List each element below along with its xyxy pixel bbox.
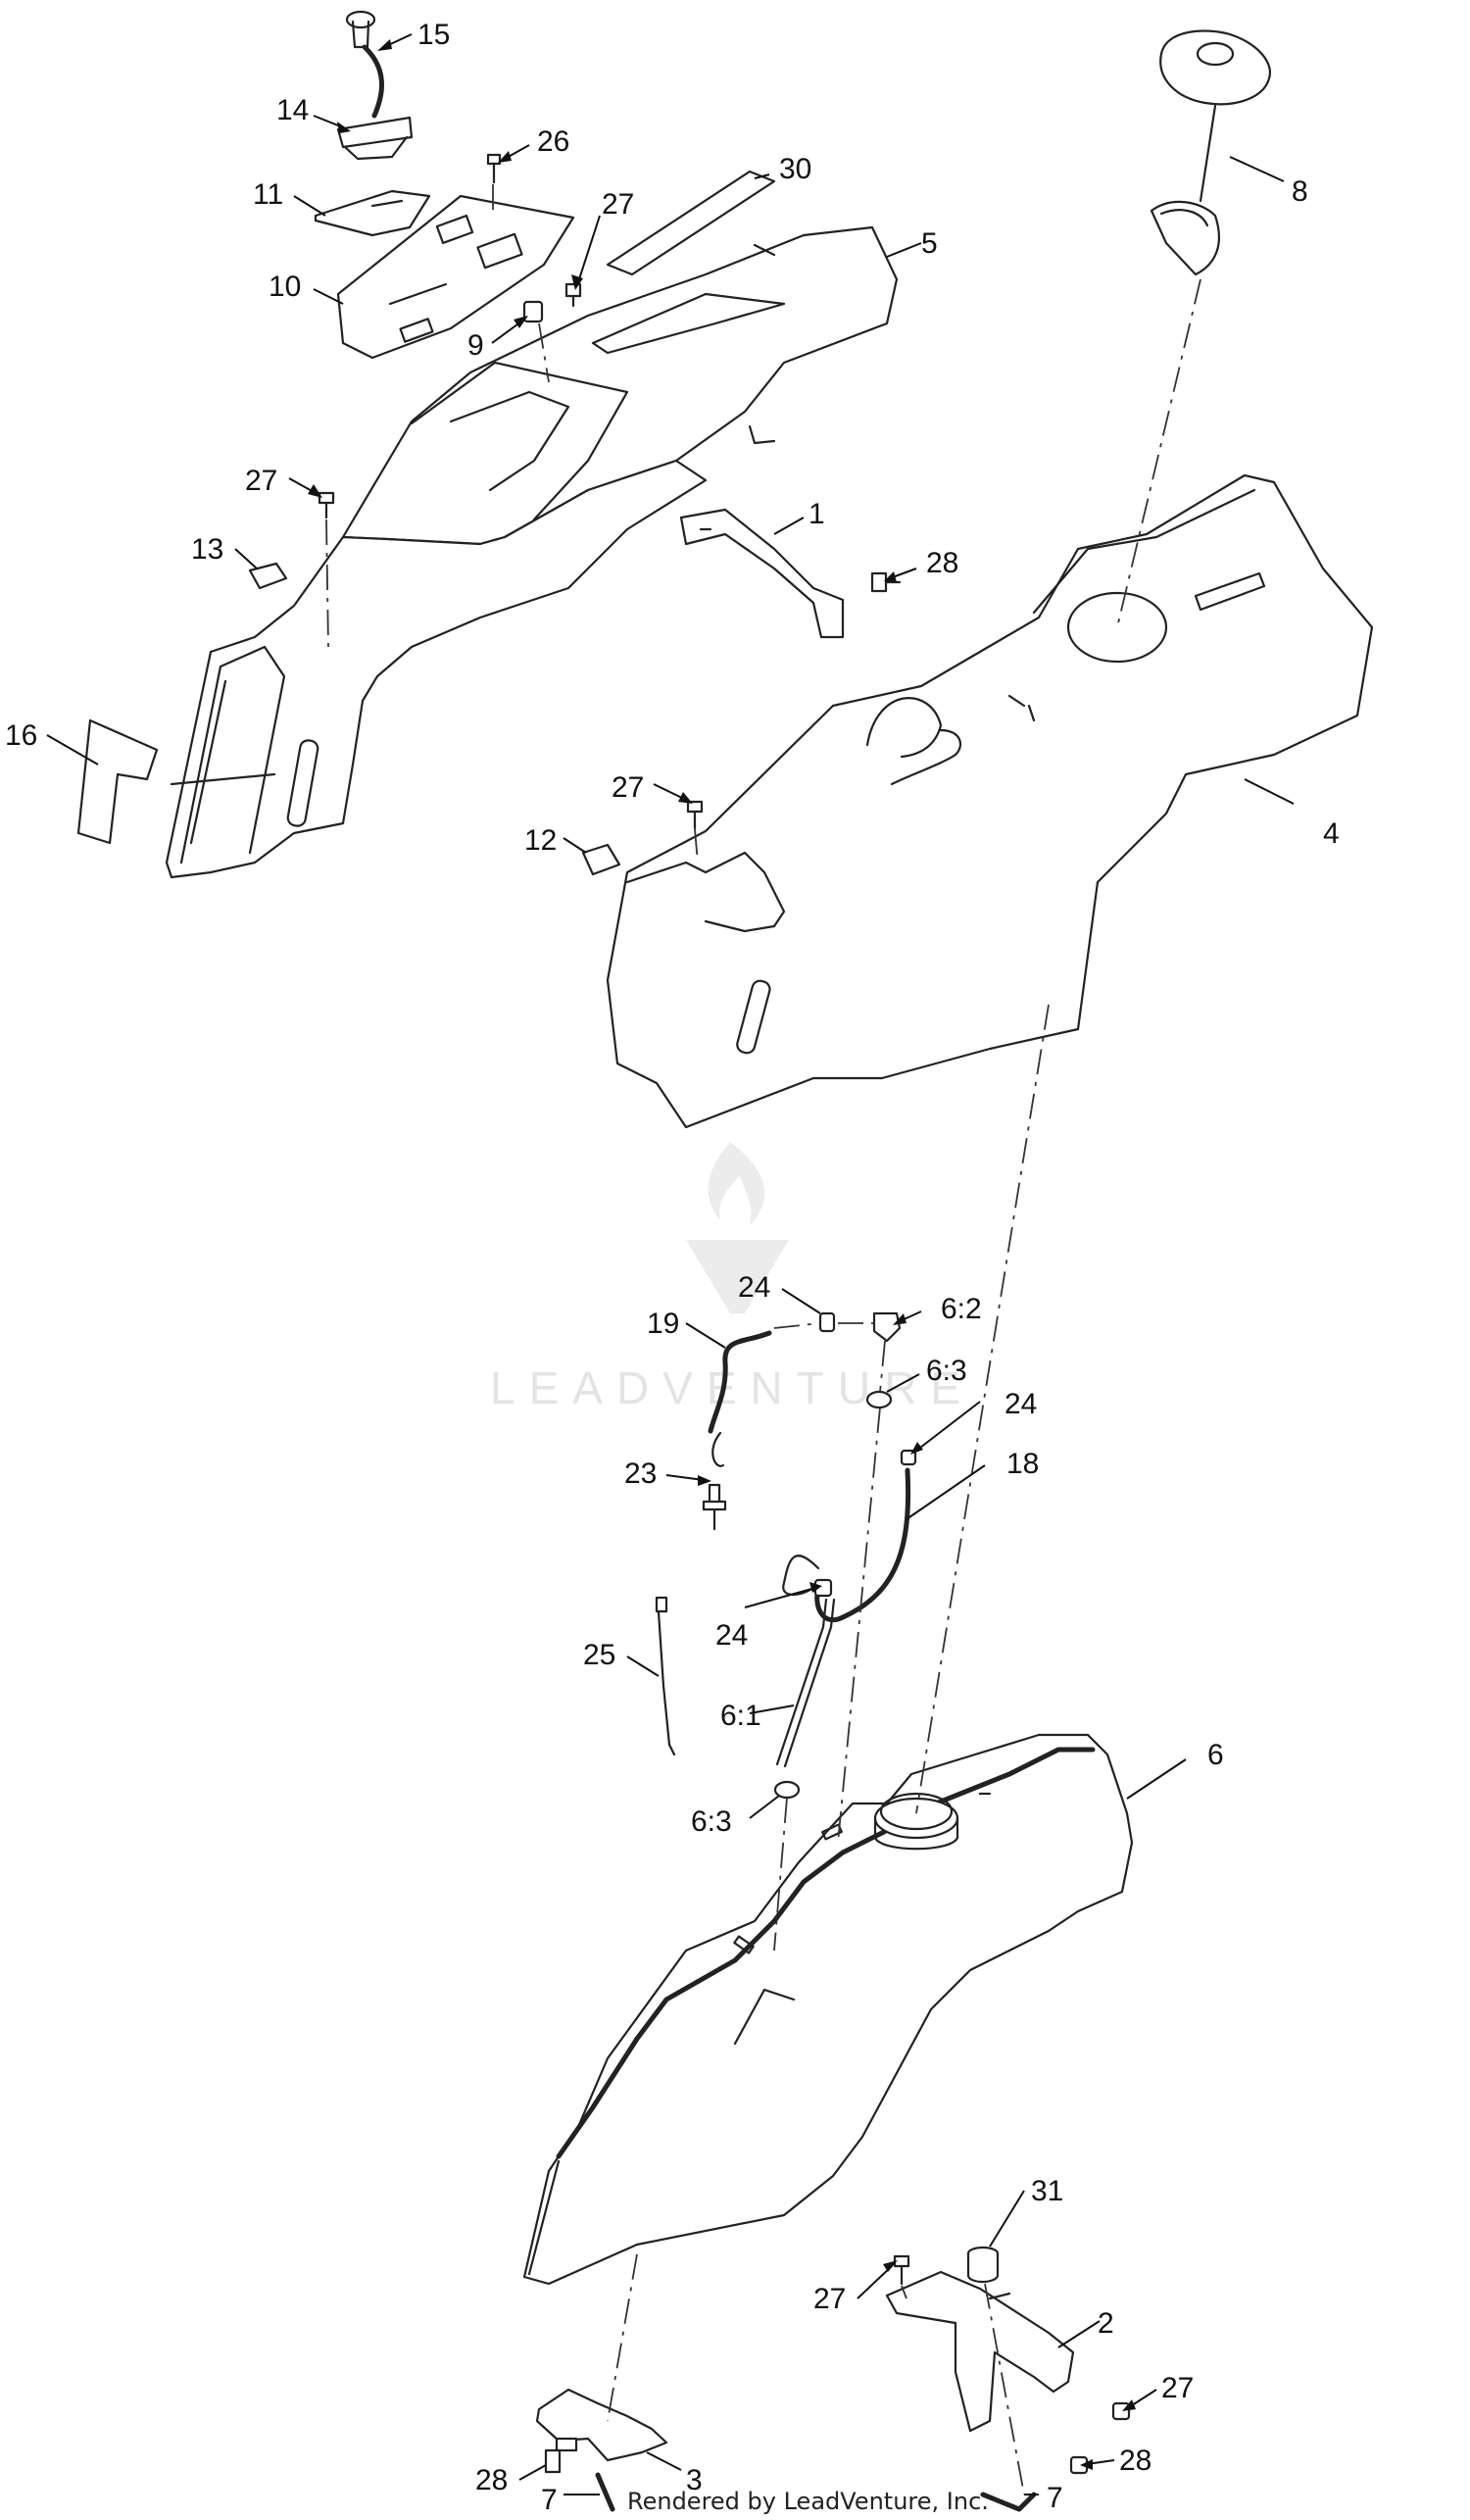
callout-27: 27 [612, 771, 644, 804]
part-24-clamp-upper [818, 1311, 836, 1333]
callout-26: 26 [537, 125, 569, 158]
callout-16: 16 [5, 719, 37, 752]
part-9-clip [522, 300, 544, 323]
part-16-decal [76, 718, 159, 845]
callout-leaders [46, 33, 1295, 2495]
part-28-screw-bottom [544, 2448, 562, 2474]
part-12-pad [581, 843, 621, 876]
callout-27: 27 [602, 188, 634, 221]
callout-30: 30 [779, 153, 811, 185]
callout-3: 3 [686, 2464, 703, 2496]
part-8-fuel-cap [1150, 29, 1272, 276]
part-30-trim-strip [606, 170, 776, 276]
part-11-plate [314, 189, 431, 237]
part-7-clip-right [980, 2492, 1037, 2512]
part-28-screw-upper [870, 571, 902, 593]
callout-13: 13 [191, 533, 223, 566]
callout-12: 12 [524, 824, 557, 857]
part-6-3-grommet-upper [865, 1390, 893, 1409]
part-6-2-elbow-fitting [872, 1311, 902, 1343]
callout-28: 28 [1119, 2445, 1152, 2477]
callout-1: 1 [808, 498, 825, 530]
callout-6-1: 6:1 [720, 1700, 761, 1732]
callout-27: 27 [245, 465, 277, 497]
callout-6-3: 6:3 [691, 1805, 732, 1838]
callout-31: 31 [1031, 2175, 1063, 2207]
part-15-fuel-shutoff-knob [345, 10, 384, 119]
part-27-screw-middle [686, 800, 704, 830]
part-26-screw [486, 153, 502, 184]
callout-11: 11 [253, 178, 283, 211]
callout-25: 25 [583, 1639, 615, 1671]
part-25-tie-strap [655, 1596, 676, 1756]
part-5-console-frame [165, 459, 708, 879]
part-18-fuel-line [782, 1467, 911, 1623]
part-27-screw-top [564, 282, 582, 308]
part-23-fitting [702, 1483, 727, 1531]
callout-7: 7 [541, 2484, 558, 2516]
callout-24: 24 [1004, 1388, 1037, 1420]
callout-6-2: 6:2 [941, 1293, 982, 1325]
callout-23: 23 [624, 1458, 657, 1490]
part-13-pad [248, 562, 288, 590]
callout-8: 8 [1292, 175, 1308, 208]
part-4-fender-cover [606, 473, 1374, 1129]
part-27-screw-bracket [1111, 2401, 1131, 2421]
callout-4: 4 [1323, 817, 1340, 850]
callout-14: 14 [276, 94, 309, 126]
part-2-tank-bracket [885, 2270, 1075, 2433]
alignment-lines [325, 184, 1201, 2495]
callout-27: 27 [1161, 2372, 1194, 2404]
part-3-bracket [535, 2388, 668, 2462]
callout-28: 28 [926, 547, 958, 579]
callout-19: 19 [647, 1308, 679, 1340]
callout-10: 10 [269, 271, 301, 303]
callout-2: 2 [1098, 2307, 1114, 2340]
part-6-1-pickup-tube [775, 1598, 836, 1768]
callout-24: 24 [738, 1271, 770, 1304]
part-27-screw-left [318, 491, 335, 519]
callout-18: 18 [1006, 1448, 1039, 1480]
part-1-bracket [679, 508, 845, 639]
callout-6-3: 6:3 [926, 1355, 967, 1387]
part-27-screw-lower [893, 2254, 910, 2286]
callout-15: 15 [417, 19, 450, 51]
callout-7: 7 [1047, 2482, 1063, 2514]
part-19-fuel-hose [708, 1330, 772, 1467]
part-14-knob-bracket [336, 116, 414, 161]
part-24-clamp-right [900, 1449, 917, 1466]
part-7-clip-left [595, 2472, 615, 2512]
part-6-fuel-tank [522, 1733, 1134, 2286]
callout-labels: 15 14 26 30 11 27 5 10 9 8 27 1 13 28 16… [5, 19, 1340, 2516]
part-31-bumper [966, 2246, 1000, 2284]
part-10-control-panel [336, 194, 575, 360]
callout-24: 24 [715, 1619, 748, 1652]
callout-5: 5 [921, 227, 938, 260]
render-credit: Rendered by LeadVenture, Inc. [627, 2488, 989, 2515]
callout-28: 28 [475, 2464, 508, 2496]
callout-27: 27 [813, 2283, 846, 2315]
watermark-text: LEADVENTURE [490, 1362, 974, 1413]
callout-6: 6 [1207, 1739, 1224, 1771]
watermark: LEADVENTURE [490, 1142, 974, 1413]
callout-9: 9 [467, 329, 484, 362]
